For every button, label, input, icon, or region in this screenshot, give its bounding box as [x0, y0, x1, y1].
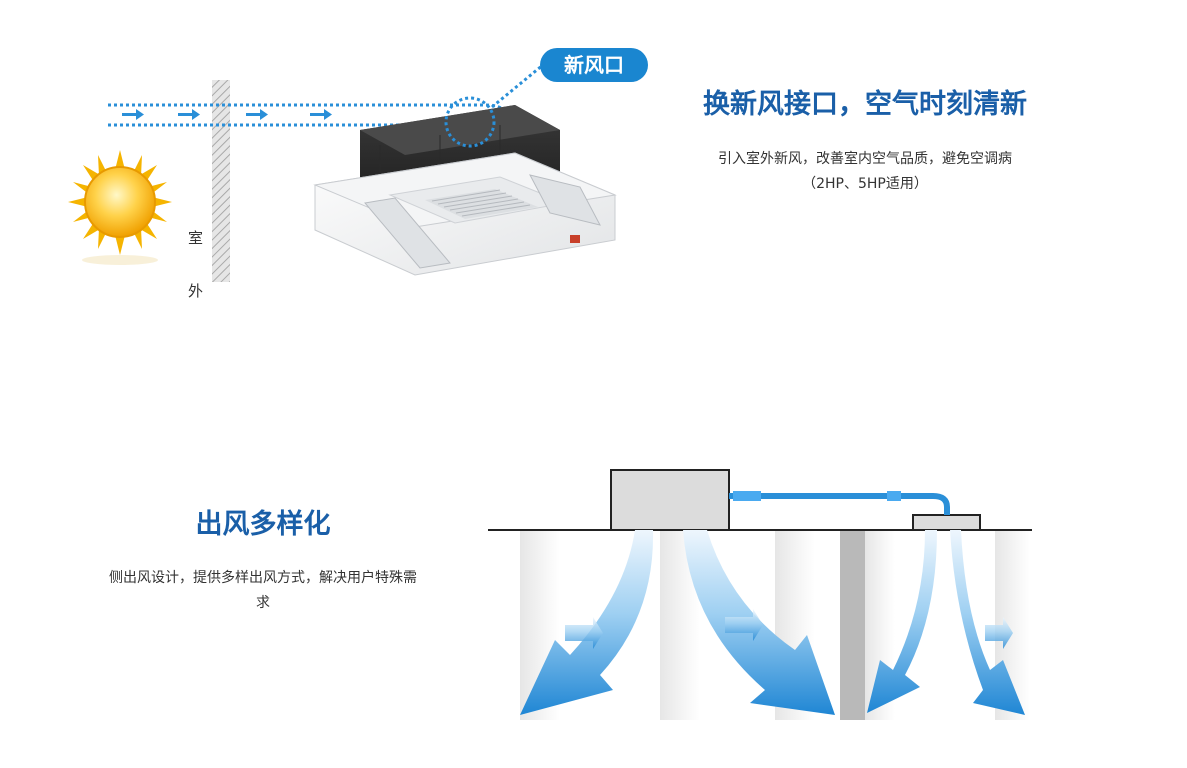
arrow-right-icon	[122, 109, 332, 120]
fresh-air-section: 室 外 新风口 换新风接口，空气时刻清新 引入室外新风，改善室内空气品质，避免空…	[0, 0, 1187, 330]
air-outlet-section: 出风多样化 侧出风设计，提供多样出风方式，解决用户特殊需 求	[0, 330, 1187, 768]
cassette-ac-unit	[313, 53, 617, 276]
air-outlet-desc-line1: 侧出风设计，提供多样出风方式，解决用户特殊需	[109, 570, 417, 586]
fresh-air-desc-line1: 引入室外新风，改善室内空气品质，避免空调病	[718, 151, 1012, 167]
fresh-air-duct	[108, 103, 507, 127]
fresh-air-title: 换新风接口，空气时刻清新	[703, 89, 1027, 120]
airflow-arrow-icon	[520, 530, 1025, 715]
fresh-air-desc-line2: （2HP、5HP适用）	[802, 176, 928, 192]
main-duct-unit	[610, 469, 730, 531]
connecting-duct	[729, 491, 950, 515]
sun-icon	[68, 150, 172, 265]
air-outlet-illustration	[488, 469, 1032, 720]
fresh-air-inlet-badge: 新风口	[540, 48, 648, 82]
wall-label-2: 外	[188, 282, 204, 300]
fresh-air-description: 引入室外新风，改善室内空气品质，避免空调病 （2HP、5HP适用）	[670, 147, 1060, 197]
air-outlet-description: 侧出风设计，提供多样出风方式，解决用户特殊需 求	[85, 566, 441, 616]
air-outlet-title: 出风多样化	[195, 509, 331, 540]
secondary-outlet-unit	[912, 514, 981, 531]
fresh-air-illustration	[68, 53, 617, 282]
air-outlet-desc-line2: 求	[256, 595, 270, 611]
wall-label-1: 室	[188, 229, 204, 247]
outdoor-wall	[212, 80, 230, 282]
